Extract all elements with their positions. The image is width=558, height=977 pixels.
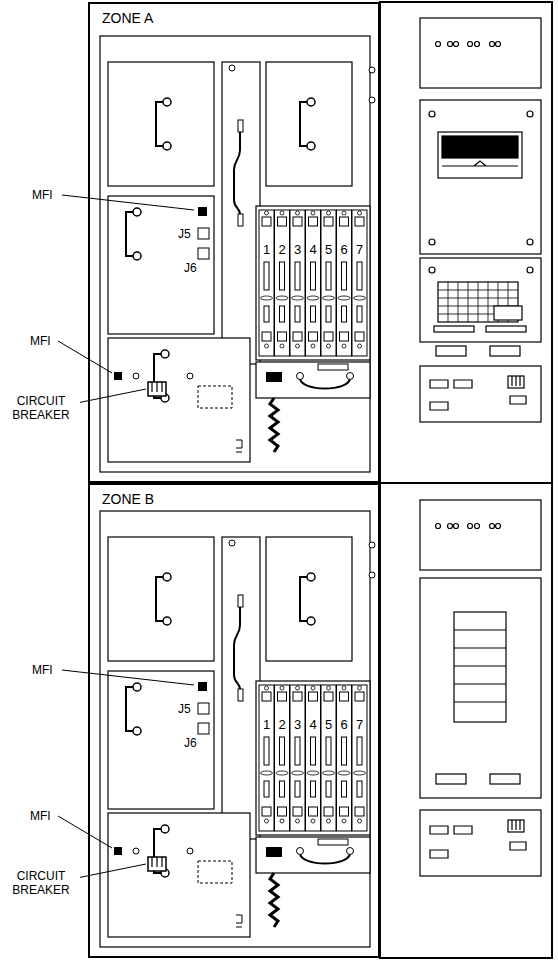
slot-number: 2 xyxy=(275,718,290,732)
zone-a-modules xyxy=(100,36,375,472)
slot-number: 1 xyxy=(259,718,274,732)
slot-number: 2 xyxy=(275,243,290,257)
slot-number: 3 xyxy=(290,243,305,257)
zone-b-right-panel xyxy=(420,500,541,876)
mfi-callout: MFI xyxy=(32,188,53,202)
zone-a-right-panel xyxy=(420,18,541,422)
mfi-callout: MFI xyxy=(30,334,51,348)
connector-label: J6 xyxy=(184,261,197,275)
breaker-callout: CIRCUIT BREAKER xyxy=(2,869,80,897)
breaker-callout: CIRCUIT BREAKER xyxy=(2,394,80,422)
connector-label: J6 xyxy=(184,736,197,750)
slot-number: 6 xyxy=(337,243,352,257)
slot-number: 4 xyxy=(306,718,321,732)
slot-number: 1 xyxy=(259,243,274,257)
leader-lines xyxy=(58,195,194,879)
slot-number: 5 xyxy=(321,243,336,257)
mfi-callout: MFI xyxy=(32,663,53,677)
slot-number: 3 xyxy=(290,718,305,732)
slot-number: 7 xyxy=(352,718,367,732)
connector-label: J5 xyxy=(178,227,191,241)
zone-region: ZONE B xyxy=(88,483,380,958)
slot-number: 5 xyxy=(321,718,336,732)
zone-heading: ZONE B xyxy=(102,491,154,507)
connector-label: J5 xyxy=(178,702,191,716)
cabinet-frame xyxy=(380,2,552,958)
zone-region: ZONE A xyxy=(88,2,380,483)
mfi-callout: MFI xyxy=(30,809,51,823)
slot-number: 4 xyxy=(306,243,321,257)
slot-number: 6 xyxy=(337,718,352,732)
zone-b-modules xyxy=(100,511,375,947)
zone-heading: ZONE A xyxy=(102,10,153,26)
slot-number: 7 xyxy=(352,243,367,257)
